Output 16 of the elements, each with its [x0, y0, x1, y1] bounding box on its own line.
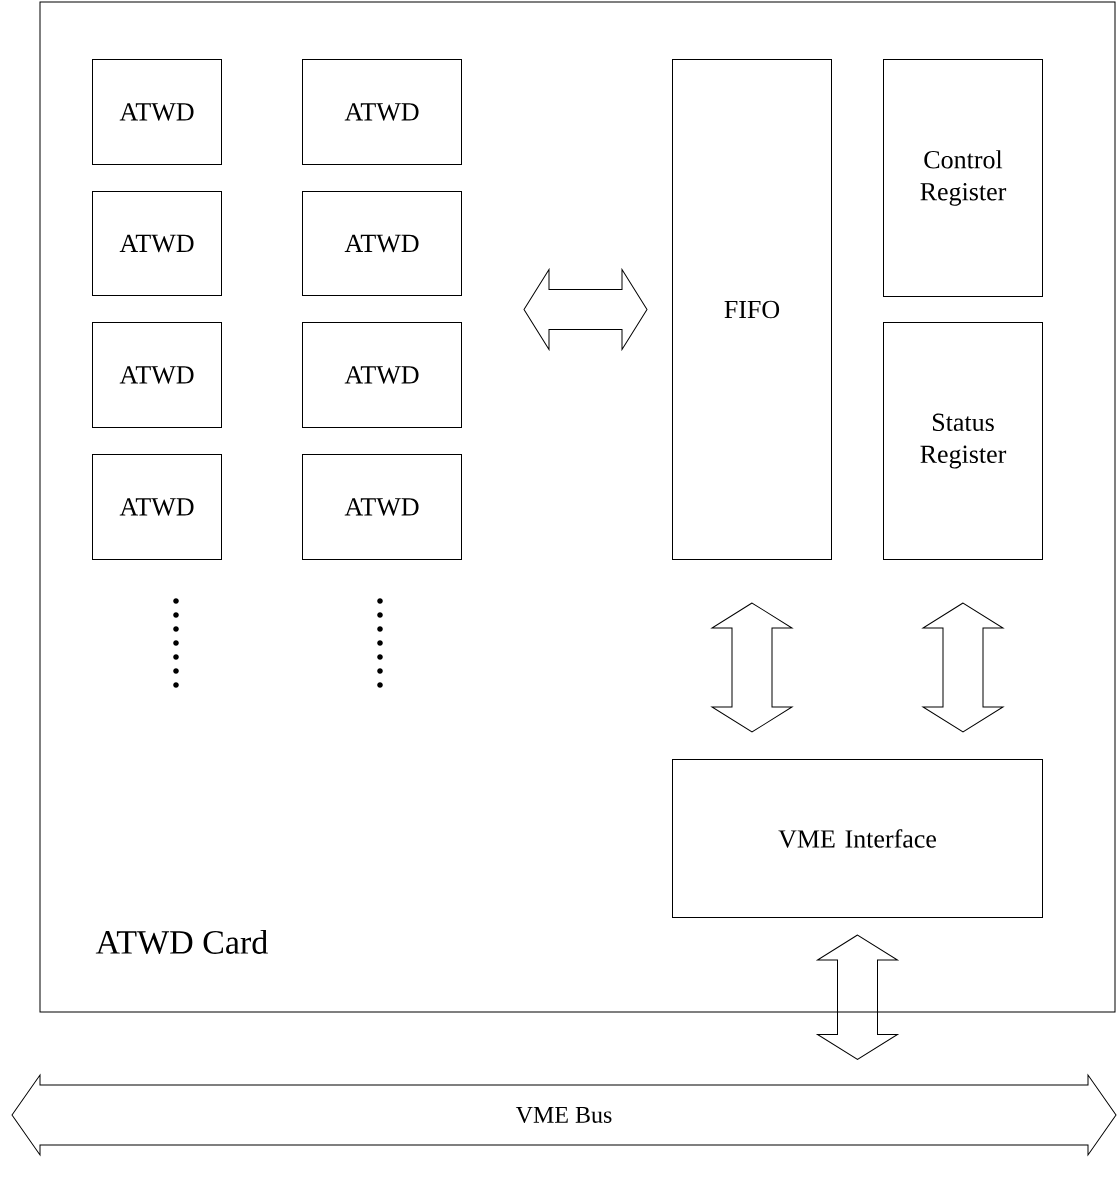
- atwd-box: ATWD: [302, 454, 462, 560]
- atwd-box: ATWD: [302, 322, 462, 428]
- interface-box: VME Interface: [672, 759, 1043, 918]
- atwd-box: ATWD: [92, 59, 222, 165]
- block-arrow: [711, 602, 793, 733]
- atwd-box: ATWD: [92, 322, 222, 428]
- atwd-box: ATWD: [302, 59, 462, 165]
- atwd-box: ATWD: [302, 191, 462, 296]
- block-arrow: [922, 602, 1004, 733]
- atwd-box: ATWD: [92, 454, 222, 560]
- register-box: Status Register: [883, 322, 1043, 560]
- atwd-box: ATWD: [92, 191, 222, 296]
- block-arrow: [523, 269, 648, 350]
- block-arrow: [817, 934, 898, 1060]
- fifo-box: FIFO: [672, 59, 832, 560]
- register-box: Control Register: [883, 59, 1043, 297]
